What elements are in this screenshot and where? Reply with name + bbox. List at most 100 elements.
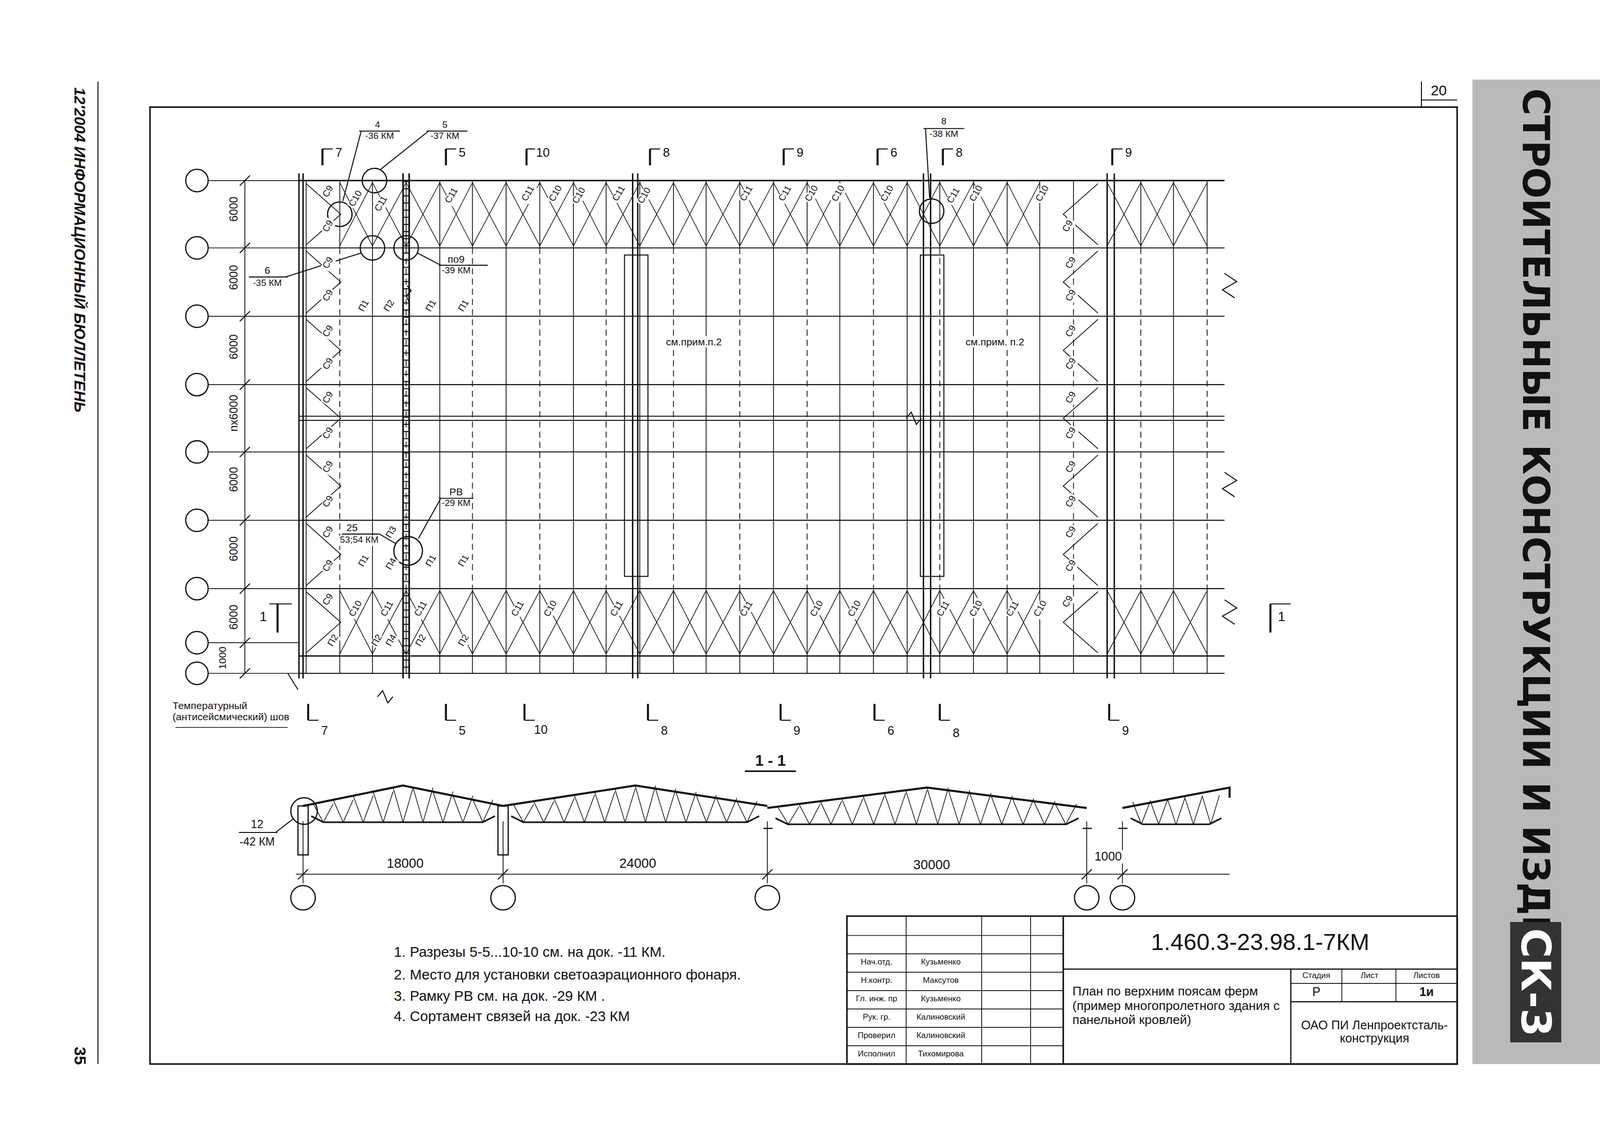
section-mark [307, 703, 310, 721]
section-mark-number: 10 [535, 146, 551, 160]
truss-web [433, 792, 444, 823]
section-mark [876, 149, 879, 166]
truss-web [716, 798, 727, 823]
dimension-tick [239, 515, 251, 526]
dimension-tick [239, 311, 251, 322]
brace [839, 590, 874, 655]
ladder-truss [403, 409, 410, 411]
member-mark: П4 [384, 632, 400, 650]
dimension-tick [239, 583, 251, 594]
note-reference: см.прим. п.2 [964, 336, 1026, 348]
ladder-truss [403, 252, 410, 254]
truss-web [980, 792, 991, 825]
brace [1063, 183, 1099, 246]
ladder-truss [403, 324, 410, 326]
truss-web [513, 804, 524, 823]
truss-bottom-chord [511, 816, 760, 823]
section-mark-number: 8 [954, 146, 964, 160]
ladder-truss [403, 302, 410, 304]
member-mark: С10 [846, 598, 865, 620]
note-text: 4. Сортамент связей на док. -23 КМ [392, 1009, 631, 1025]
ladder-truss [403, 602, 410, 604]
dimension-tick [239, 668, 251, 679]
dimension-tick [239, 447, 251, 458]
section-mark [446, 719, 457, 721]
truss-web [1055, 804, 1066, 825]
title-block-rule [1290, 1001, 1458, 1003]
truss-web [665, 788, 676, 823]
brace [639, 590, 674, 655]
brace [773, 590, 808, 655]
note-reference: см.прим.п.2 [664, 336, 723, 348]
title-block-rule [1341, 969, 1343, 1002]
member-mark: С10 [547, 183, 566, 205]
truss-web [1044, 801, 1056, 825]
member-mark: П1 [356, 297, 373, 315]
axis-bubble [490, 885, 516, 911]
member-mark: С11 [777, 183, 795, 205]
brace [1140, 590, 1174, 655]
section-mark-number: 6 [886, 724, 896, 739]
purlin-line [605, 248, 607, 589]
leader-line [275, 819, 293, 833]
section-mark-number: 8 [951, 727, 961, 741]
ladder-truss [403, 666, 410, 668]
title-block-rule [905, 916, 907, 1065]
truss-web [614, 788, 626, 823]
ladder-truss [403, 509, 410, 511]
truss-web [1176, 798, 1185, 825]
truss-line [1006, 180, 1008, 248]
joint-note: Температурный (антисейсмический) шов [171, 700, 301, 723]
ladder-truss [403, 209, 410, 211]
dimension-tick [239, 379, 251, 390]
member-mark: С11 [378, 598, 397, 620]
truss-web [841, 798, 853, 825]
truss-line [305, 180, 307, 248]
section-mark [308, 719, 319, 721]
brace [606, 590, 641, 655]
axis-bubble [1110, 885, 1136, 911]
callout-reference: -38 КМ [928, 129, 960, 140]
callout-shelf [438, 264, 488, 266]
member-mark: С9 [1063, 254, 1079, 272]
purlin-line [672, 248, 674, 589]
truss-web [594, 792, 605, 823]
section-mark-number: 10 [533, 723, 549, 738]
callout-circle [362, 168, 388, 194]
dimension-tick [497, 869, 509, 880]
ladder-truss [403, 395, 410, 397]
title-block-rule [1290, 983, 1458, 985]
truss-line [405, 180, 407, 248]
brace [705, 590, 740, 655]
title-block [847, 916, 1458, 1065]
brace [807, 590, 840, 655]
section-mark [780, 719, 791, 721]
title-block-cell: Проверил [856, 1032, 897, 1042]
callout-reference: по9 [446, 253, 466, 265]
truss-web [1033, 801, 1045, 825]
member-mark: С9 [320, 591, 337, 609]
truss-line [372, 588, 374, 674]
truss-line [539, 180, 541, 248]
truss-line [631, 173, 634, 679]
member-mark: П2 [382, 297, 398, 315]
purlin-line [1006, 248, 1008, 589]
brace [339, 590, 373, 655]
brace [1173, 590, 1208, 655]
brace [439, 182, 473, 247]
truss-top-chord [302, 785, 503, 807]
dimension-value: 30000 [912, 857, 951, 873]
truss-web [873, 795, 885, 825]
ladder-truss [403, 567, 410, 569]
ladder-truss [403, 659, 410, 661]
truss-web [1001, 795, 1013, 825]
truss-web [1065, 804, 1077, 825]
brace [1106, 182, 1141, 247]
page-box [1421, 99, 1458, 101]
girder-line [299, 247, 1225, 249]
section-mark [1112, 148, 1123, 150]
truss-line [372, 180, 374, 248]
ladder-truss [403, 245, 410, 247]
brace [472, 590, 507, 655]
truss-line [773, 180, 775, 248]
